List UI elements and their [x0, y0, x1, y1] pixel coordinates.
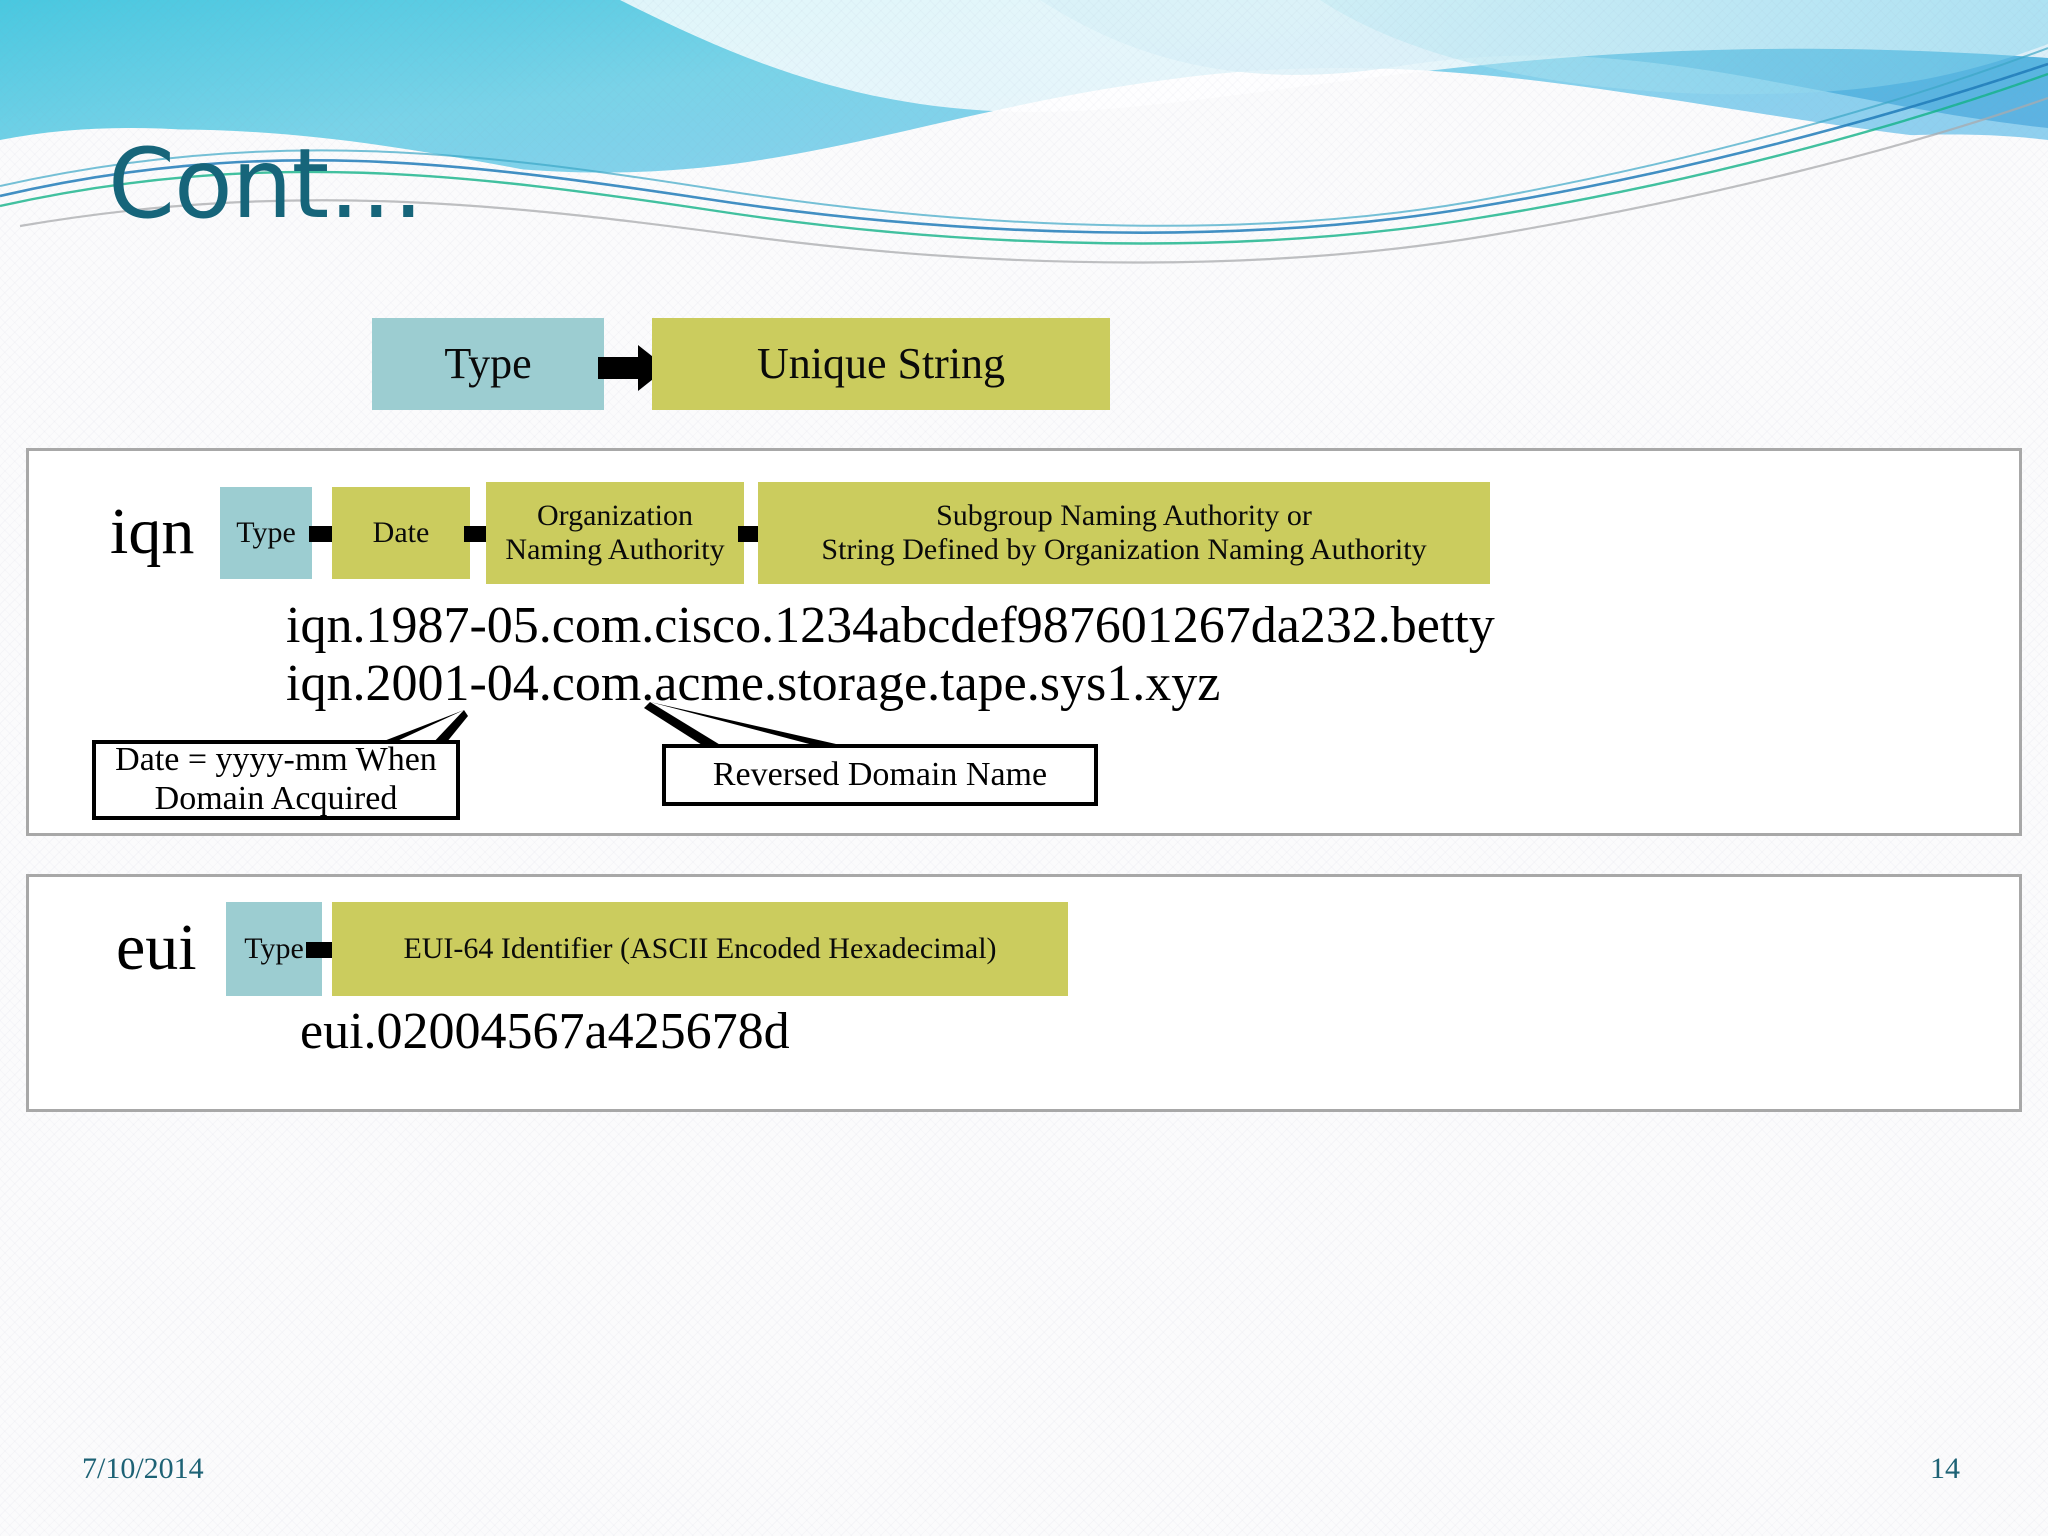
subgroup-box-line-1: Subgroup Naming Authority or	[936, 499, 1312, 533]
right-arrow-icon	[598, 345, 667, 391]
iqn-example-1: iqn.1987-05.com.cisco.1234abcdef98760126…	[286, 597, 1495, 654]
callout-date-line-1: Date = yyyy-mm When	[115, 741, 437, 779]
callout-tail-reversed-domain	[644, 702, 1056, 752]
footer-date: 7/10/2014	[82, 1452, 204, 1485]
eui-example: eui.02004567a425678d	[300, 1003, 790, 1060]
iqn-subgroup-naming-authority-box: Subgroup Naming Authority or String Defi…	[758, 482, 1490, 584]
eui-label: eui	[116, 911, 197, 984]
eui-identifier-box: EUI-64 Identifier (ASCII Encoded Hexadec…	[332, 902, 1068, 996]
callout-reversed-domain-name: Reversed Domain Name	[662, 744, 1098, 806]
callout-date-definition: Date = yyyy-mm When Domain Acquired	[92, 740, 460, 820]
org-box-line-2: Naming Authority	[505, 533, 725, 566]
iqn-label: iqn	[110, 495, 195, 568]
callout-reversed-domain-text: Reversed Domain Name	[712, 755, 1048, 793]
callout-date-line-2: Domain Acquired	[154, 780, 398, 817]
iqn-type-box: Type	[220, 487, 312, 579]
footer-page-number: 14	[1930, 1452, 1960, 1485]
iqn-organization-naming-authority-box: Organization Naming Authority	[486, 482, 744, 584]
iqn-example-2: iqn.2001-04.com.acme.storage.tape.sys1.x…	[286, 655, 1221, 712]
wave-banner-decoration	[0, 0, 2048, 270]
subgroup-box-line-2: String Defined by Organization Naming Au…	[821, 533, 1427, 566]
org-box-line-1: Organization	[536, 499, 694, 533]
page-title: Cont…	[108, 128, 424, 240]
iqn-date-box: Date	[332, 487, 470, 579]
top-unique-string-box: Unique String	[652, 318, 1110, 410]
top-type-box: Type	[372, 318, 604, 410]
